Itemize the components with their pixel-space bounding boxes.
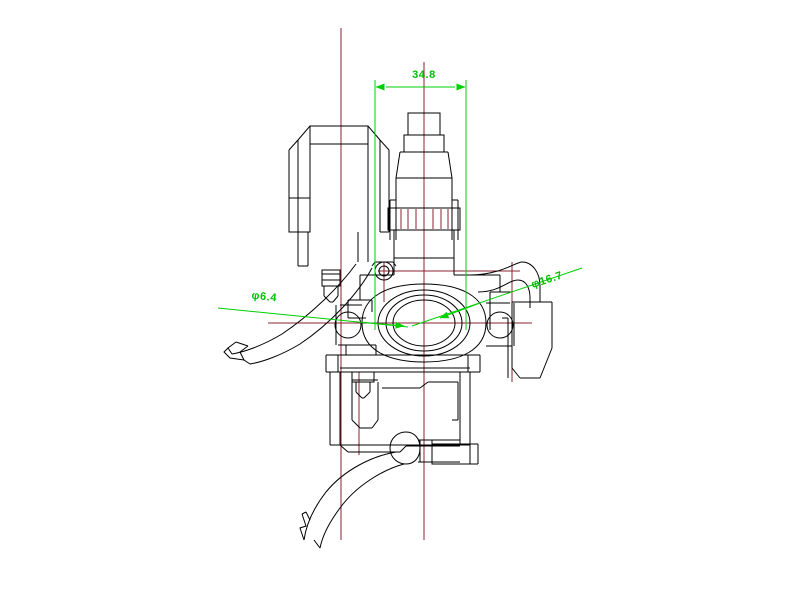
bowl-flange-plate	[325, 344, 481, 373]
dimensions-group	[217, 80, 583, 330]
part-outlines-group	[223, 112, 553, 549]
intake-elbow	[469, 261, 553, 379]
cable-bracket	[321, 269, 341, 303]
choke-lever-housing	[288, 125, 390, 267]
throttle-valve-cap	[387, 112, 461, 275]
float-bowl	[329, 371, 471, 453]
leader-arrow-phi64	[359, 321, 405, 329]
dimension-bore-small-left	[217, 307, 409, 329]
throttle-collar-hatch	[400, 209, 449, 229]
bowl-drain-fitting	[389, 431, 479, 465]
leader-arrow-phi167	[439, 302, 481, 319]
mounting-bracket-right	[502, 317, 509, 378]
dimension-label-bore-small-left: φ6.4	[251, 290, 278, 305]
dimension-label-width-overall: 34.8	[412, 69, 436, 81]
dimension-label-bore-large-right: φ16.7	[530, 269, 564, 290]
overflow-drain-tube	[299, 451, 405, 549]
intake-flange-bore	[334, 283, 515, 363]
throttle-arm-plate	[223, 263, 373, 365]
dimension-bore-large-right	[411, 267, 583, 327]
